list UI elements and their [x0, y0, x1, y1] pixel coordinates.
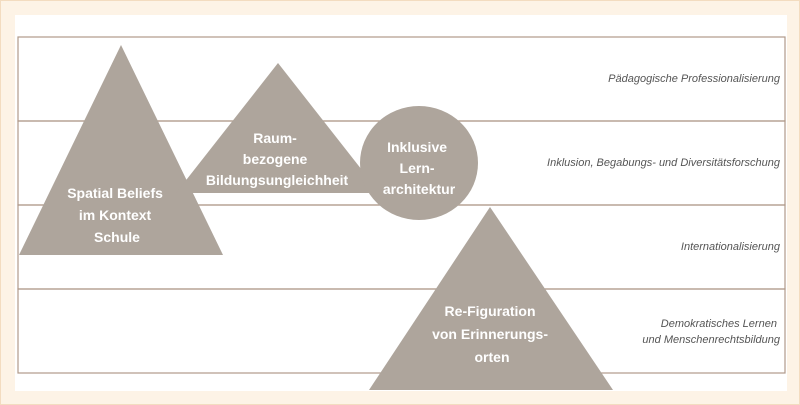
shape-label-spatial-beliefs: Spatial Beliefs im Kontext Schule [67, 185, 167, 245]
band-label-paedagogische-professionalisierung: Pädagogische Professionalisierung [608, 73, 781, 85]
triangle-spatial-beliefs [19, 45, 223, 255]
triangle-re-figuration-erinnerungsorte [369, 207, 613, 390]
shape-label-raumbezogene-bildungsungleichheit: Raum- bezogene Bildungsungleichheit [206, 130, 349, 188]
triangle-raumbezogene-bildungsungleichheit [176, 63, 380, 193]
shape-label-re-figuration: Re-Figuration von Erinnerungs- orten [432, 303, 552, 365]
band-label-internationalisierung: Internationalisierung [681, 241, 781, 253]
band-label-inklusion: Inklusion, Begabungs- und Diversitätsfor… [547, 157, 781, 169]
band-label-demokratisches-lernen: Demokratisches Lernen und Menschenrechts… [642, 318, 780, 346]
shape-label-inklusive-lernarchitektur: Inklusive Lern- architektur [383, 139, 456, 197]
circle-inklusive-lernarchitektur [360, 106, 478, 220]
